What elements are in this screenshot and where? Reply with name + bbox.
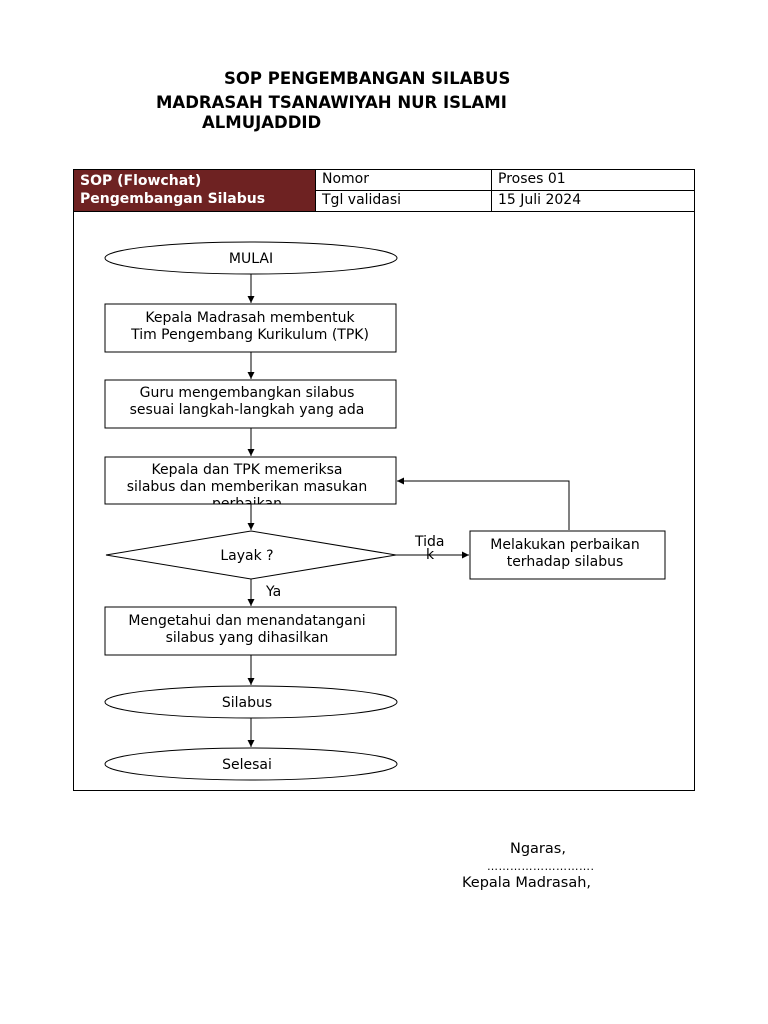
decision-label: Layak ? [220,548,273,564]
step-form-tpk-line2: Tim Pengembang Kurikulum (TPK) [130,327,369,343]
step-fix-syllabus-line2: terhadap silabus [507,554,624,570]
signature-place: Ngaras, [510,841,566,857]
step-review-syllabus-line3: perbaikan [212,496,282,512]
school-name-line2: ALMUJADDID [202,113,322,132]
step-sign-syllabus-line1: Mengetahui dan menandatangani [128,613,365,629]
sop-title-cell: SOP (Flowchat) Pengembangan Silabus [73,169,316,212]
step-fix-syllabus: Melakukan perbaikan terhadap silabus [469,530,666,580]
arrow-fix-back-to-review [397,477,570,530]
output-label: Silabus [222,695,272,711]
yes-branch-label: Ya [265,584,281,600]
tgl-validasi-value: 15 Juli 2024 [491,190,695,212]
school-name-line1: MADRASAH TSANAWIYAH NUR ISLAMI [156,93,507,112]
step-form-tpk: Kepala Madrasah membentuk Tim Pengembang… [104,303,397,353]
no-branch-label: Tida [414,534,444,550]
start-label: MULAI [229,251,273,267]
end-label: Selesai [222,757,272,773]
step-sign-syllabus-line2: silabus yang dihasilkan [166,630,329,646]
output-terminal: Silabus [104,685,398,719]
decision-layak: Layak ? [105,530,397,580]
step-review-syllabus-line1: Kepala dan TPK memeriksa [151,462,342,478]
sop-title-line1: SOP (Flowchat) [80,173,202,189]
step-develop-syllabus: Guru mengembangkan silabus sesuai langka… [104,379,397,429]
step-review-syllabus: Kepala dan TPK memeriksa silabus dan mem… [104,456,397,512]
step-form-tpk-line1: Kepala Madrasah membentuk [145,310,355,326]
step-fix-syllabus-line1: Melakukan perbaikan [490,537,639,553]
step-develop-syllabus-line2: sesuai langkah-langkah yang ada [130,402,365,418]
sop-header-table: SOP (Flowchat) Pengembangan Silabus Nomo… [73,169,695,212]
start-terminal: MULAI [104,241,398,275]
sop-title-line2: Pengembangan Silabus [80,191,266,207]
step-review-syllabus-line2: silabus dan memberikan masukan [127,479,367,495]
document-title: SOP PENGEMBANGAN SILABUS [224,69,511,88]
no-branch-label-overflow: k [426,547,435,563]
step-sign-syllabus: Mengetahui dan menandatangani silabus ya… [104,606,397,656]
signature-date-blank: ………………………. [487,860,595,873]
step-develop-syllabus-line1: Guru mengembangkan silabus [140,385,355,401]
end-terminal: Selesai [104,747,398,781]
signature-role: Kepala Madrasah, [462,875,592,891]
